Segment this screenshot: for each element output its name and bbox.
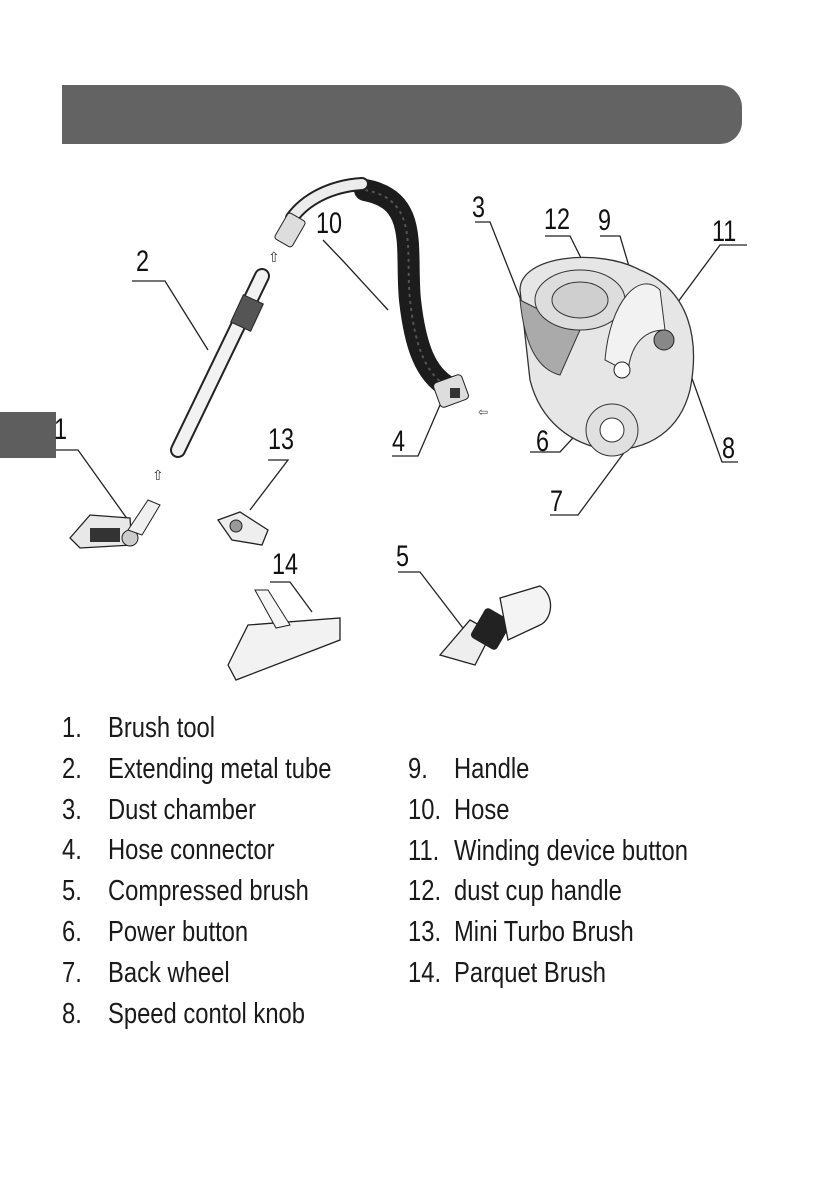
legend-label: Power button (108, 912, 248, 952)
legend-label: dust cup handle (454, 871, 622, 911)
legend-label: Back wheel (108, 953, 230, 993)
legend-label: Parquet Brush (454, 953, 606, 993)
legend-number: 6. (62, 912, 82, 952)
legend-number: 1. (62, 708, 82, 748)
legend-number: 5. (62, 871, 82, 911)
callout-10: 10 (316, 209, 342, 239)
legend-label: Handle (454, 749, 529, 789)
legend-label: Hose connector (108, 830, 275, 870)
callout-4: 4 (392, 427, 405, 457)
legend-number: 2. (62, 749, 82, 789)
callout-1: 1 (54, 415, 67, 445)
legend-label: Winding device button (454, 831, 688, 871)
svg-text:⇧: ⇧ (268, 249, 280, 265)
legend-label: Compressed brush (108, 871, 309, 911)
callout-13: 13 (268, 425, 294, 455)
legend-number: 14. (408, 953, 441, 993)
legend-number: 9. (408, 749, 428, 789)
extending-tube-illustration: ⇧ ⇧ (152, 249, 280, 483)
compressed-brush-illustration (440, 586, 551, 665)
callout-12: 12 (544, 205, 570, 235)
vacuum-parts-diagram: ⇦ ⇧ ⇧ (0, 0, 822, 700)
svg-text:⇦: ⇦ (478, 405, 488, 419)
callout-6: 6 (536, 427, 549, 457)
legend-number: 12. (408, 871, 441, 911)
legend-number: 3. (62, 790, 82, 830)
callout-3: 3 (472, 193, 485, 223)
legend-label: Speed contol knob (108, 994, 305, 1034)
callout-7: 7 (550, 487, 563, 517)
leader-line-2 (132, 281, 208, 350)
legend-label: Mini Turbo Brush (454, 912, 634, 952)
legend-number: 11. (408, 831, 439, 871)
mini-turbo-brush-illustration (218, 512, 268, 545)
legend-label: Hose (454, 790, 510, 830)
callout-8: 8 (722, 434, 735, 464)
legend-number: 7. (62, 953, 82, 993)
legend-number: 4. (62, 830, 82, 870)
legend-label: Dust chamber (108, 790, 256, 830)
legend-label: Brush tool (108, 708, 215, 748)
legend-number: 10. (408, 790, 441, 830)
callout-11: 11 (712, 217, 736, 247)
callout-14: 14 (272, 550, 298, 580)
callout-9: 9 (598, 206, 611, 236)
legend-number: 8. (62, 994, 82, 1034)
leader-line-11 (672, 245, 747, 310)
callout-5: 5 (396, 542, 409, 572)
legend-label: Extending metal tube (108, 749, 331, 789)
callout-2: 2 (136, 247, 149, 277)
leader-line-5 (398, 572, 466, 632)
brush-tool-illustration (70, 500, 160, 548)
leader-line-10 (323, 240, 388, 310)
legend-number: 13. (408, 912, 441, 952)
leader-line-13 (250, 460, 288, 510)
leader-line-1 (56, 450, 128, 520)
parquet-brush-illustration (228, 590, 340, 680)
svg-text:⇧: ⇧ (152, 467, 164, 483)
